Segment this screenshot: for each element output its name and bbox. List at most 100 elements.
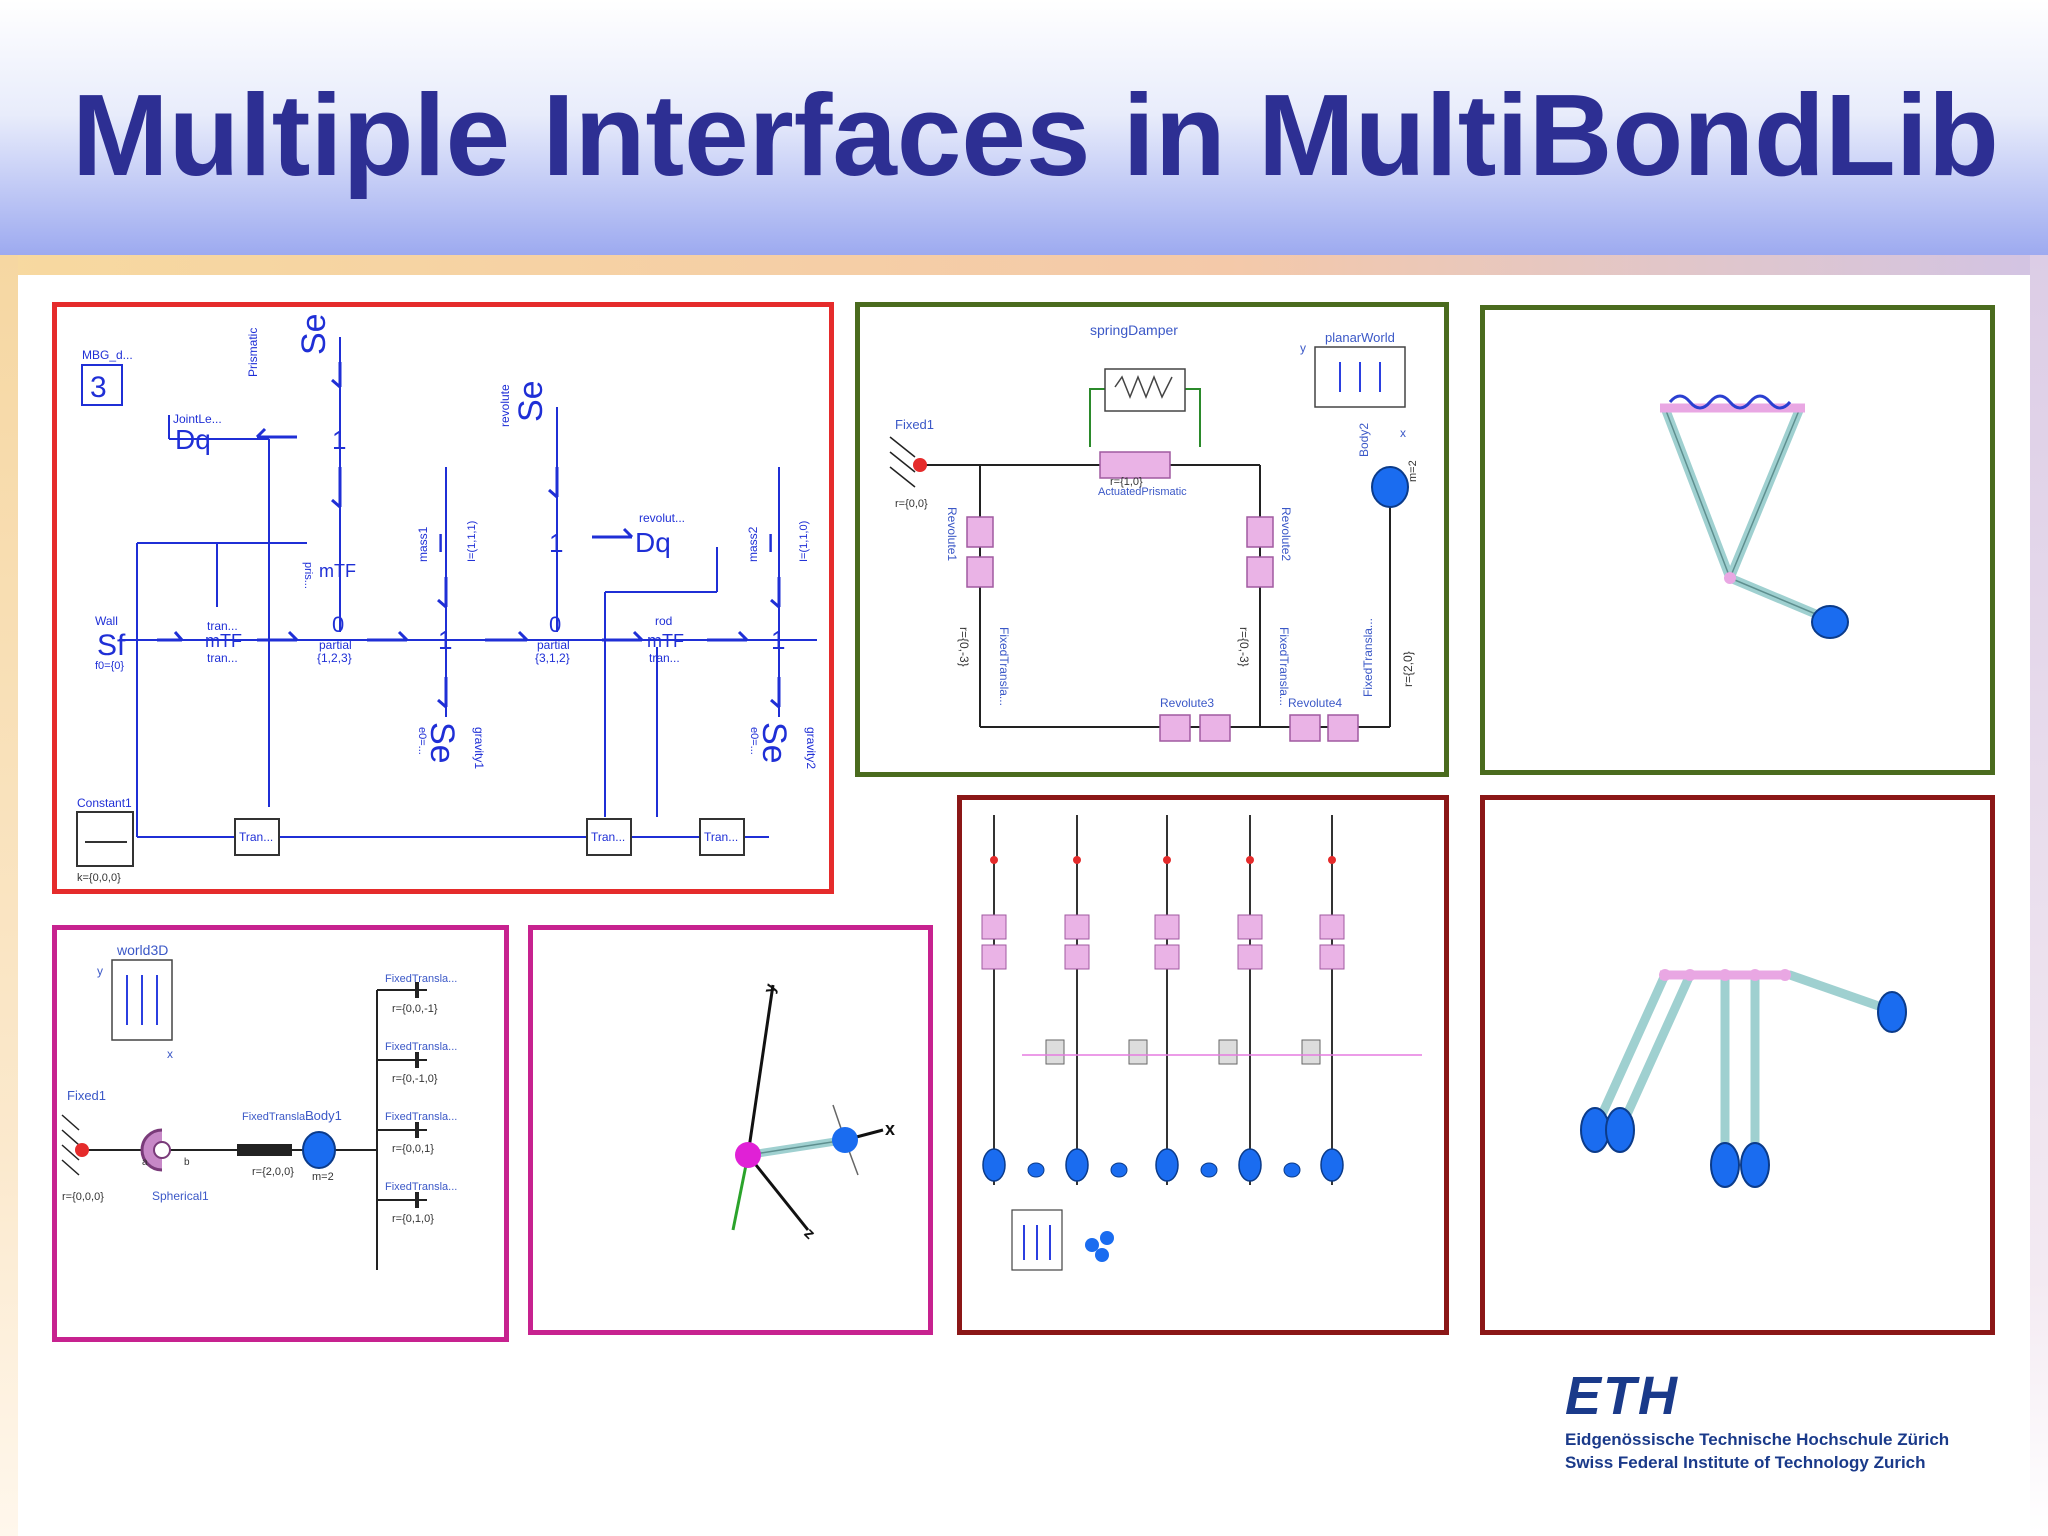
- svg-text:Fixed1: Fixed1: [895, 417, 934, 432]
- revolute-joint: [981, 914, 1007, 940]
- revolute-joint: [1064, 914, 1090, 940]
- slide-title: Multiple Interfaces in MultiBondLib: [72, 70, 1999, 200]
- pendulum-diagram-panel: [957, 795, 1449, 1335]
- svg-text:Sf: Sf: [97, 629, 126, 662]
- svg-text:mTF: mTF: [647, 631, 684, 651]
- revolute-joint: [1237, 914, 1263, 940]
- svg-text:I: I: [767, 528, 774, 558]
- svg-text:r={0,0}: r={0,0}: [895, 498, 928, 510]
- svg-text:Se: Se: [295, 313, 333, 355]
- svg-text:partial: partial: [319, 638, 352, 652]
- svg-text:Dq: Dq: [635, 527, 671, 558]
- svg-text:FixedTransla...: FixedTransla...: [385, 1041, 457, 1053]
- svg-text:Body2: Body2: [1357, 423, 1371, 457]
- svg-text:Se: Se: [512, 380, 550, 422]
- eth-logo-line1: Eidgenössische Technische Hochschule Zür…: [1565, 1430, 1950, 1449]
- eth-logo-mark: ETH: [1565, 1366, 1679, 1426]
- eth-logo: ETH Eidgenössische Technische Hochschule…: [1565, 1365, 1985, 1485]
- svg-text:f0={0}: f0={0}: [95, 660, 124, 672]
- svg-text:mass2: mass2: [746, 526, 760, 562]
- svg-text:0: 0: [549, 612, 561, 637]
- svg-text:k={0,0,0}: k={0,0,0}: [77, 872, 121, 884]
- svg-text:world3D: world3D: [116, 942, 168, 958]
- svg-text:mass1: mass1: [416, 526, 430, 562]
- svg-text:partial: partial: [537, 638, 570, 652]
- svg-text:mTF: mTF: [319, 561, 356, 581]
- revolute-joint: [1064, 944, 1090, 970]
- planar-animation-panel: [1480, 305, 1995, 775]
- svg-text:JointLe...: JointLe...: [173, 412, 222, 426]
- svg-text:FixedTransla...: FixedTransla...: [997, 627, 1011, 706]
- svg-text:tran...: tran...: [207, 651, 238, 665]
- left-gradient-edge: [0, 255, 18, 1536]
- svg-text:FixedTransla...: FixedTransla...: [385, 973, 457, 985]
- svg-text:Tran...: Tran...: [239, 830, 273, 844]
- svg-text:x: x: [167, 1047, 173, 1061]
- eth-logo-line2: Swiss Federal Institute of Technology Zu…: [1565, 1453, 1926, 1472]
- svg-text:Fixed1: Fixed1: [67, 1088, 106, 1103]
- svg-text:Revolute3: Revolute3: [1160, 696, 1214, 710]
- svg-text:Dq: Dq: [175, 424, 211, 455]
- spring-icon: [1027, 1162, 1045, 1178]
- svg-text:tran...: tran...: [649, 651, 680, 665]
- svg-text:{1,2,3}: {1,2,3}: [317, 651, 352, 665]
- revolute-joint: [1237, 944, 1263, 970]
- svg-text:r={0,1,0}: r={0,1,0}: [392, 1213, 434, 1225]
- svg-text:r={0,-1,0}: r={0,-1,0}: [392, 1073, 438, 1085]
- svg-text:I=(1,1,1): I=(1,1,1): [466, 521, 478, 562]
- pendulum-animation: [1580, 969, 1907, 1188]
- svg-text:x: x: [885, 1119, 895, 1139]
- svg-text:r={0,-3}: r={0,-3}: [1237, 627, 1251, 667]
- svg-text:FixedTransla...: FixedTransla...: [385, 1181, 457, 1193]
- svg-text:Se: Se: [755, 722, 793, 764]
- svg-text:1: 1: [771, 625, 785, 655]
- svg-text:FixedTransla...: FixedTransla...: [385, 1111, 457, 1123]
- bondgraph-diagram: MBG_d... 3 Prismatic Se JointLe... Dq 1 …: [76, 313, 818, 884]
- svg-text:y: y: [761, 982, 780, 995]
- spatial-diagram-panel: world3D y x Fixed1 r={0,0,0} Spherical1 …: [52, 925, 509, 1342]
- svg-text:3: 3: [90, 371, 107, 404]
- svg-text:m=2: m=2: [1407, 460, 1419, 482]
- svg-text:revolut...: revolut...: [639, 511, 685, 525]
- svg-text:planarWorld: planarWorld: [1325, 330, 1395, 345]
- svg-text:Revolute2: Revolute2: [1279, 507, 1293, 561]
- signal-block: [1218, 1039, 1238, 1065]
- fixed-point: [1246, 856, 1254, 864]
- pendulum-animation-panel: [1480, 795, 1995, 1335]
- svg-text:Revolute1: Revolute1: [945, 507, 959, 561]
- svg-text:FixedTransla...: FixedTransla...: [1277, 627, 1291, 706]
- svg-text:r={0,-3}: r={0,-3}: [957, 627, 971, 667]
- pendulum-diagram: [981, 815, 1422, 1271]
- svg-text:0: 0: [332, 612, 344, 637]
- svg-text:tran...: tran...: [207, 619, 238, 633]
- spatial-diagram: world3D y x Fixed1 r={0,0,0} Spherical1 …: [61, 942, 457, 1270]
- svg-text:r={2,0,0}: r={2,0,0}: [252, 1166, 294, 1178]
- svg-text:Prismatic: Prismatic: [246, 328, 260, 377]
- signal-block: [1128, 1039, 1148, 1065]
- svg-text:y: y: [97, 964, 103, 978]
- svg-text:I: I: [437, 528, 444, 558]
- spring-icon: [1283, 1162, 1301, 1178]
- svg-text:Tran...: Tran...: [591, 830, 625, 844]
- body-icon: [982, 1148, 1006, 1182]
- spatial-animation: y x z: [731, 982, 895, 1243]
- fixed-point: [1073, 856, 1081, 864]
- svg-text:FixedTransla...: FixedTransla...: [1361, 618, 1375, 697]
- svg-text:y: y: [1300, 341, 1306, 355]
- svg-text:rod: rod: [655, 614, 672, 628]
- spatial-animation-panel: y x z: [528, 925, 933, 1335]
- svg-text:1: 1: [332, 425, 346, 455]
- svg-text:springDamper: springDamper: [1090, 322, 1178, 338]
- svg-text:Spherical1: Spherical1: [152, 1189, 209, 1203]
- body-icon: [1238, 1148, 1262, 1182]
- svg-text:Constant1: Constant1: [77, 796, 132, 810]
- slide-header: Multiple Interfaces in MultiBondLib: [0, 0, 2048, 255]
- svg-text:Revolute4: Revolute4: [1288, 696, 1342, 710]
- svg-text:r={0,0,-1}: r={0,0,-1}: [392, 1003, 438, 1015]
- revolute-joint: [1154, 944, 1180, 970]
- pendulum-columns: [981, 815, 1345, 1185]
- header-divider-bar: [0, 255, 2048, 275]
- revolute-joint: [981, 944, 1007, 970]
- svg-text:FixedTransla...: FixedTransla...: [242, 1111, 314, 1123]
- svg-text:1: 1: [438, 625, 452, 655]
